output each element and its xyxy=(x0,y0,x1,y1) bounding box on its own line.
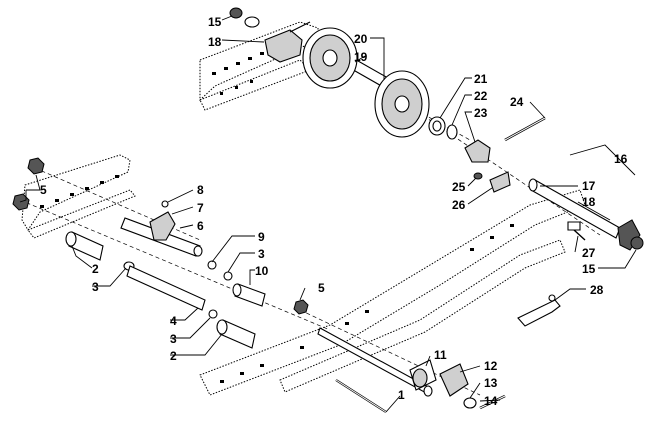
callout-3-upper: 3 xyxy=(258,247,265,261)
callout-3-left: 3 xyxy=(92,280,99,294)
callout-28: 28 xyxy=(590,283,604,297)
callout-5-middle: 5 xyxy=(318,281,325,295)
callout-2-lower: 2 xyxy=(170,349,177,363)
callout-23: 23 xyxy=(474,106,488,120)
main-slide-rail xyxy=(199,189,586,396)
callout-25: 25 xyxy=(452,180,466,194)
callout-1: 1 xyxy=(398,388,405,402)
callout-24: 24 xyxy=(510,95,524,109)
callout-8: 8 xyxy=(197,183,204,197)
front-axle-assembly xyxy=(12,157,309,349)
callout-26: 26 xyxy=(452,198,466,212)
bracket-28 xyxy=(517,294,561,327)
idler-wheel-inner xyxy=(374,70,430,138)
callout-15-rear: 15 xyxy=(582,262,596,276)
callout-20: 20 xyxy=(354,32,368,46)
callout-27: 27 xyxy=(582,246,596,260)
lower-hardware xyxy=(317,327,506,413)
callout-15-upper: 15 xyxy=(208,15,222,29)
callout-18-rear: 18 xyxy=(582,195,596,209)
callout-14: 14 xyxy=(484,394,498,408)
callout-16: 16 xyxy=(614,152,628,166)
upper-wheel-assembly xyxy=(229,7,546,163)
callout-4: 4 xyxy=(170,314,177,328)
callout-17: 17 xyxy=(582,179,596,193)
callout-7: 7 xyxy=(197,201,204,215)
idler-wheel-outer xyxy=(302,27,358,89)
callout-13: 13 xyxy=(484,376,498,390)
callout-21: 21 xyxy=(474,72,488,86)
callout-6: 6 xyxy=(197,219,204,233)
callout-9: 9 xyxy=(258,230,265,244)
callout-3-lower: 3 xyxy=(170,332,177,346)
callout-22: 22 xyxy=(474,89,488,103)
callout-10: 10 xyxy=(255,264,269,278)
callout-5-front: 5 xyxy=(40,183,47,197)
callout-11: 11 xyxy=(434,348,447,362)
callout-2-upper: 2 xyxy=(92,262,99,276)
callout-12: 12 xyxy=(484,359,498,373)
leader-lines xyxy=(19,15,637,413)
rear-axle-assembly xyxy=(473,144,644,251)
callout-19: 19 xyxy=(354,50,368,64)
callout-18-upper: 18 xyxy=(208,35,222,49)
callout-labels: 15 18 20 19 21 22 23 24 16 17 18 25 26 2… xyxy=(40,15,628,408)
left-front-rail xyxy=(21,154,136,239)
